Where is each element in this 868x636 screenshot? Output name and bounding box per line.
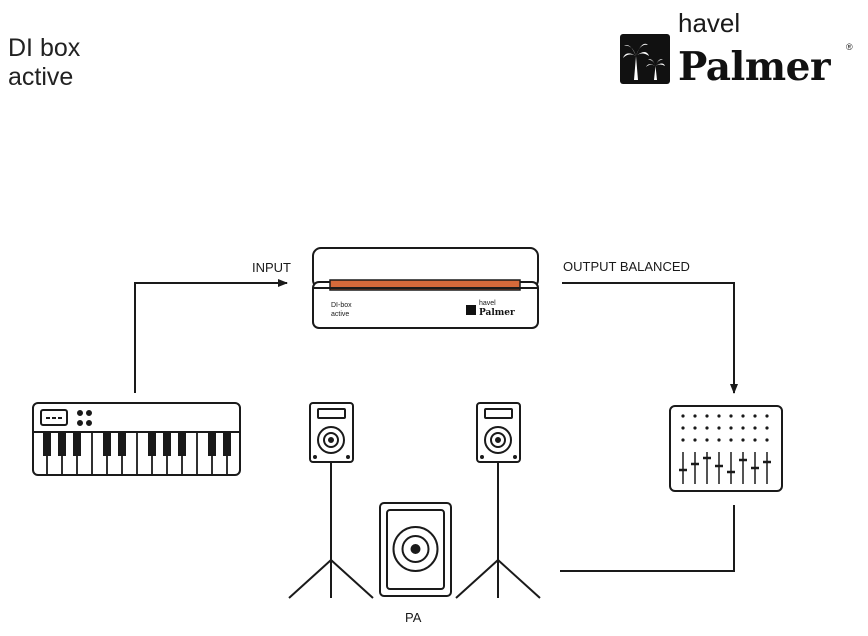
left-pa-speaker	[288, 402, 374, 599]
pa-label: PA	[405, 610, 422, 625]
di-box-brand-main: Palmer	[479, 308, 515, 318]
brand-logo: havel Palmer ®	[618, 8, 858, 90]
mixer-to-pa-line	[560, 505, 735, 572]
brand-havel-text: havel	[678, 8, 741, 38]
di-box-label-line1: DI-box	[331, 302, 352, 309]
pa-subwoofer	[379, 502, 452, 597]
input-arrow	[134, 279, 288, 393]
brand-registered-mark: ®	[846, 42, 853, 52]
title-line1: DI box	[8, 34, 81, 62]
di-box-accent-strip	[329, 279, 521, 291]
di-box-palm-icon	[466, 305, 476, 315]
right-pa-speaker	[455, 402, 541, 599]
connections	[134, 279, 738, 572]
keyboard-icon	[32, 402, 241, 476]
di-box-brand-top: havel	[479, 300, 496, 307]
input-label: INPUT	[252, 260, 291, 275]
di-box-label-line2: active	[331, 311, 349, 318]
di-box-device	[312, 247, 539, 329]
output-arrow	[562, 282, 738, 394]
page-title: DI box active	[8, 34, 80, 92]
title-line2: active	[8, 63, 74, 91]
palm-tree-logo-icon	[620, 34, 670, 84]
output-label: OUTPUT BALANCED	[563, 259, 690, 274]
brand-palmer-text: Palmer	[678, 44, 831, 90]
mixer-icon	[669, 405, 783, 492]
